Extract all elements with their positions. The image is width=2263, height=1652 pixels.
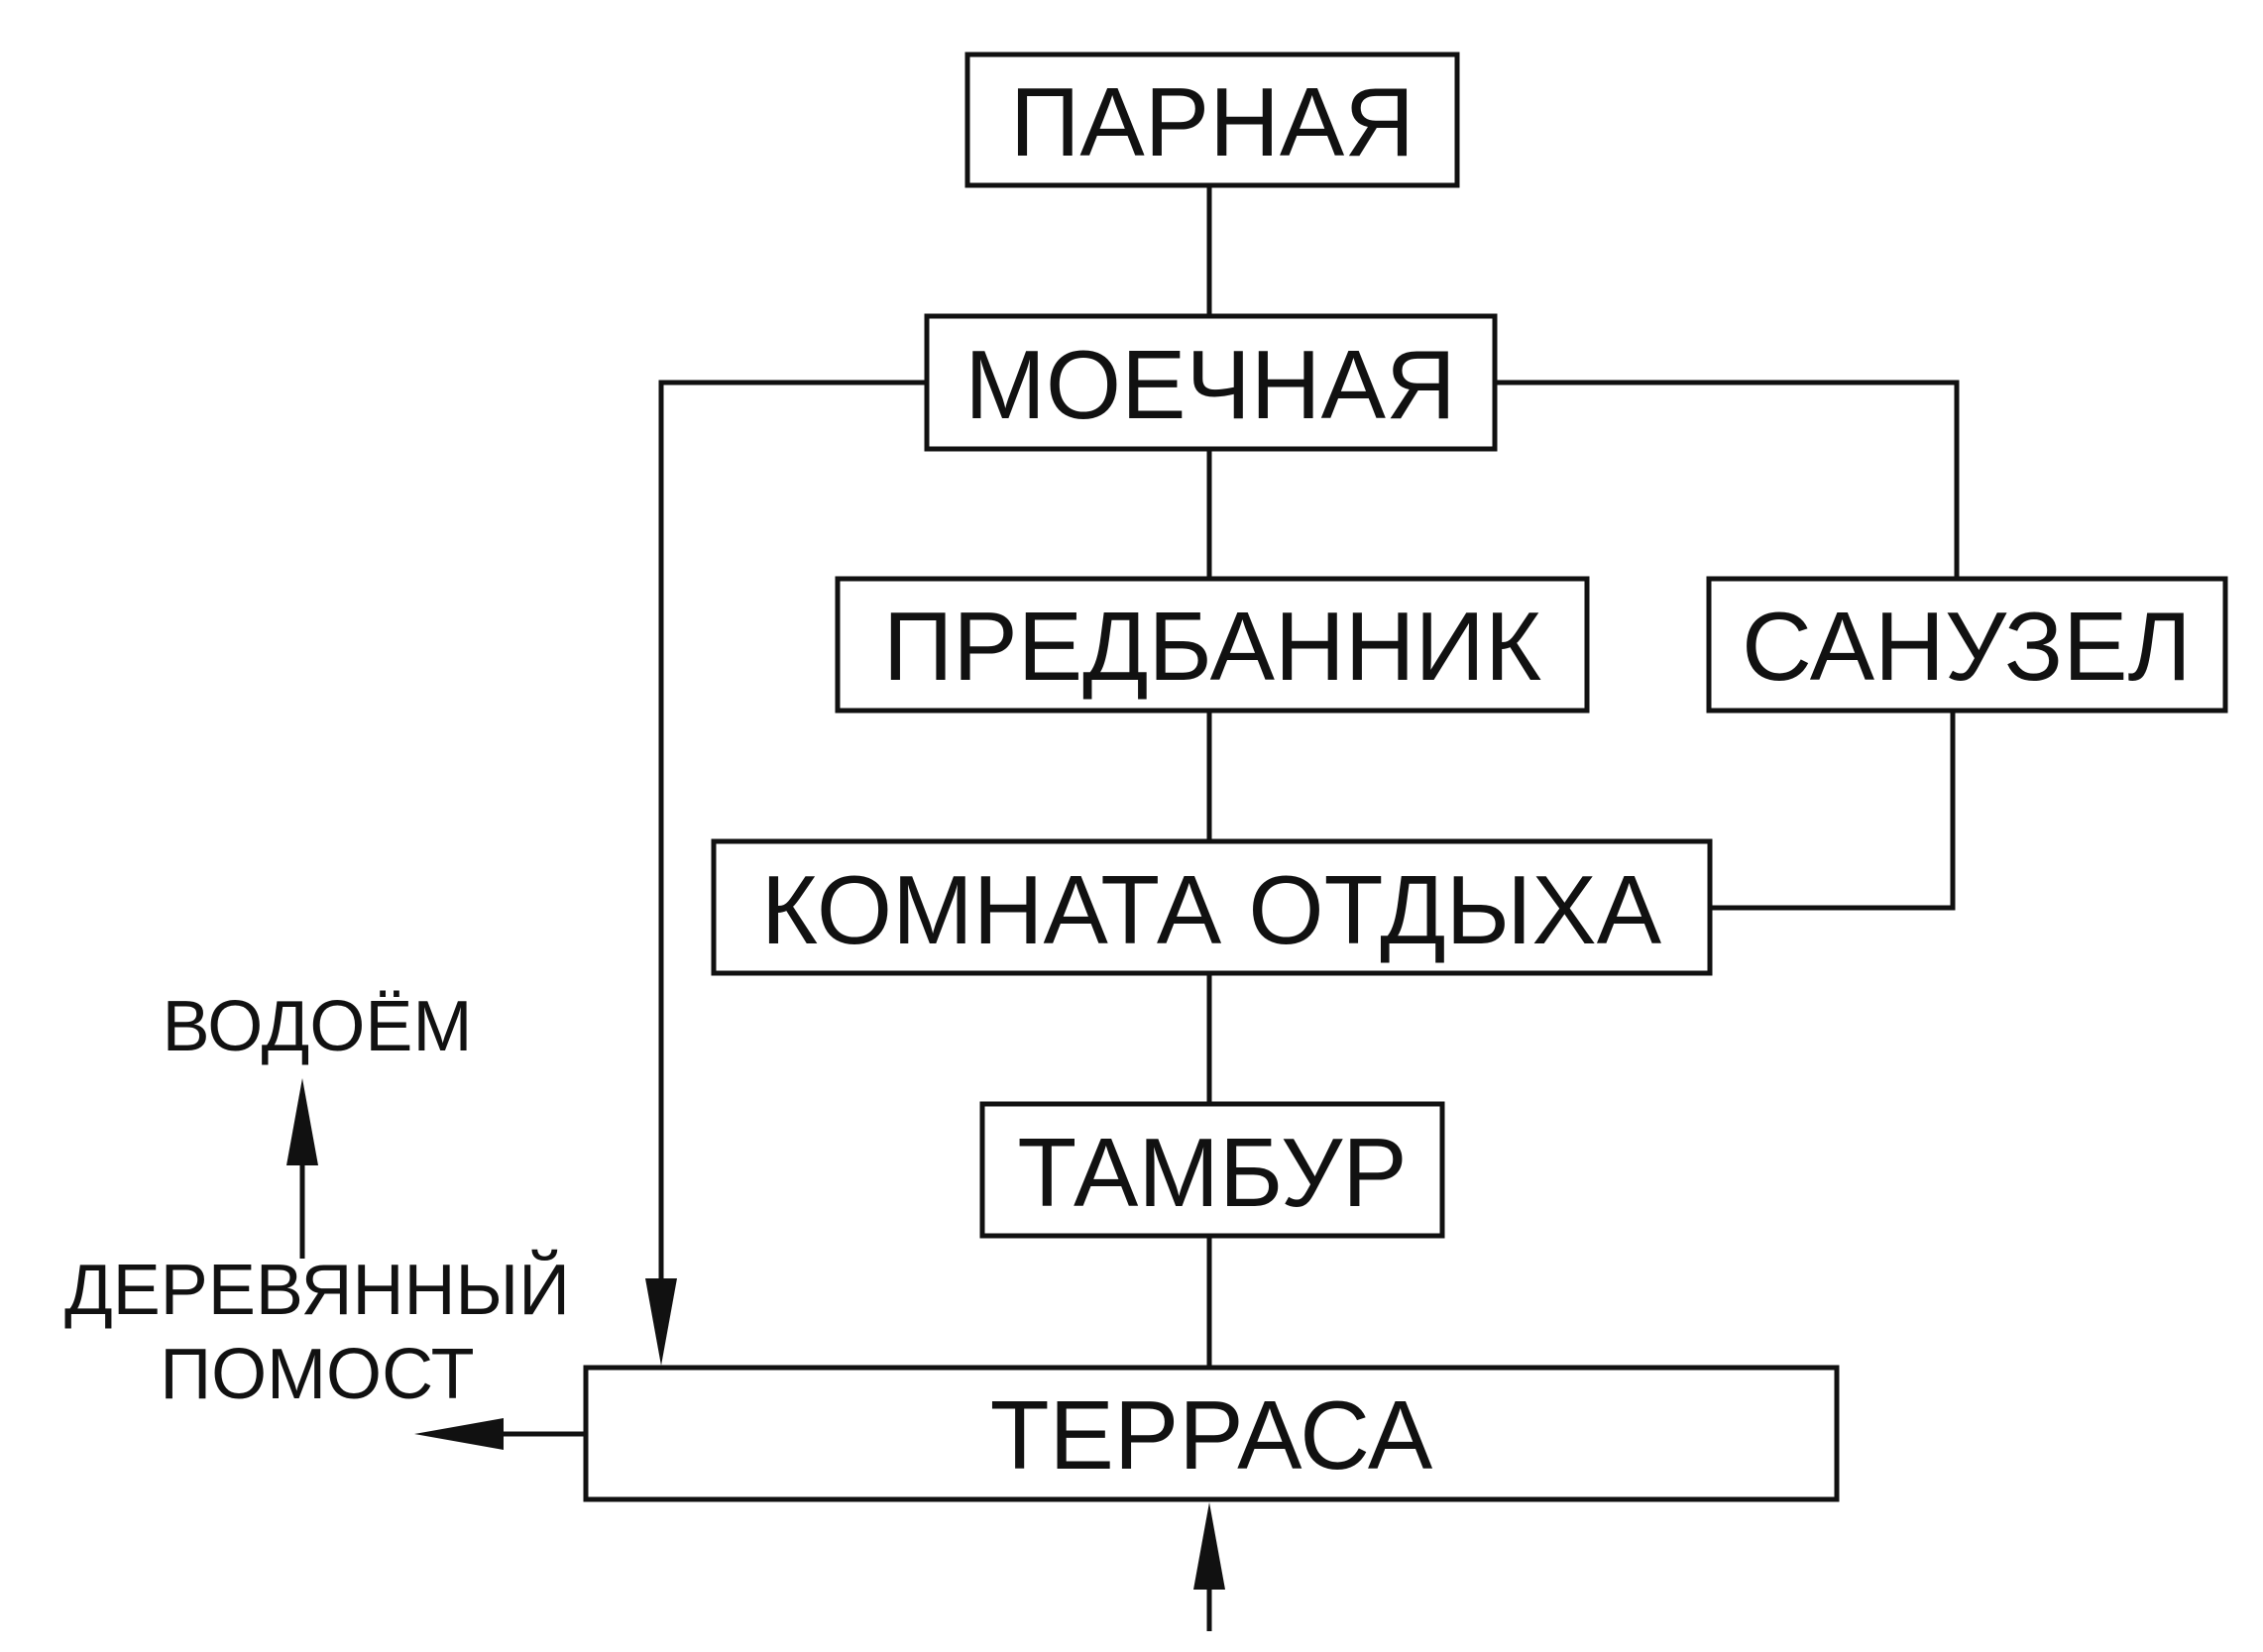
room-washing-room: МОЕЧНАЯ <box>924 313 1498 452</box>
pond-label: ВОДОЁМ <box>163 987 473 1066</box>
arrowhead-washing-to-terrace <box>645 1278 677 1366</box>
wooden-deck-label-line1: ДЕРЕВЯННЫЙ <box>64 1249 570 1330</box>
arrowhead-terrace-to-deck <box>414 1418 504 1450</box>
arrowhead-entrance-to-terrace <box>1193 1502 1225 1590</box>
room-washing-room-label: МОЕЧНАЯ <box>964 330 1455 439</box>
room-dressing-room: ПРЕДБАННИК <box>835 576 1590 714</box>
connectors <box>299 185 1960 1631</box>
link-washing-to-bathroom <box>1495 380 1960 579</box>
room-dressing-room-label: ПРЕДБАННИК <box>883 592 1541 701</box>
room-bathroom-label: САНУЗЕЛ <box>1742 592 2192 701</box>
room-rest-room-label: КОМНАТА ОТДЫХА <box>761 855 1662 964</box>
link-washing-to-terrace <box>658 380 925 1288</box>
room-steam-room: ПАРНАЯ <box>964 52 1460 188</box>
room-terrace: ТЕРРАСА <box>583 1365 1840 1502</box>
arrowhead-deck-to-pond <box>286 1078 318 1165</box>
link-bathroom-to-rest <box>1706 711 1956 911</box>
room-terrace-label: ТЕРРАСА <box>990 1380 1433 1489</box>
room-steam-room-label: ПАРНАЯ <box>1010 67 1414 176</box>
wooden-deck-label-line2: ПОМОСТ <box>160 1335 474 1414</box>
room-bathroom: САНУЗЕЛ <box>1706 576 2228 714</box>
room-rest-room: КОМНАТА ОТДЫХА <box>711 838 1713 976</box>
arrowheads <box>286 1078 1225 1590</box>
room-vestibule: ТАМБУР <box>979 1101 1445 1239</box>
room-vestibule-label: ТАМБУР <box>1017 1118 1407 1227</box>
